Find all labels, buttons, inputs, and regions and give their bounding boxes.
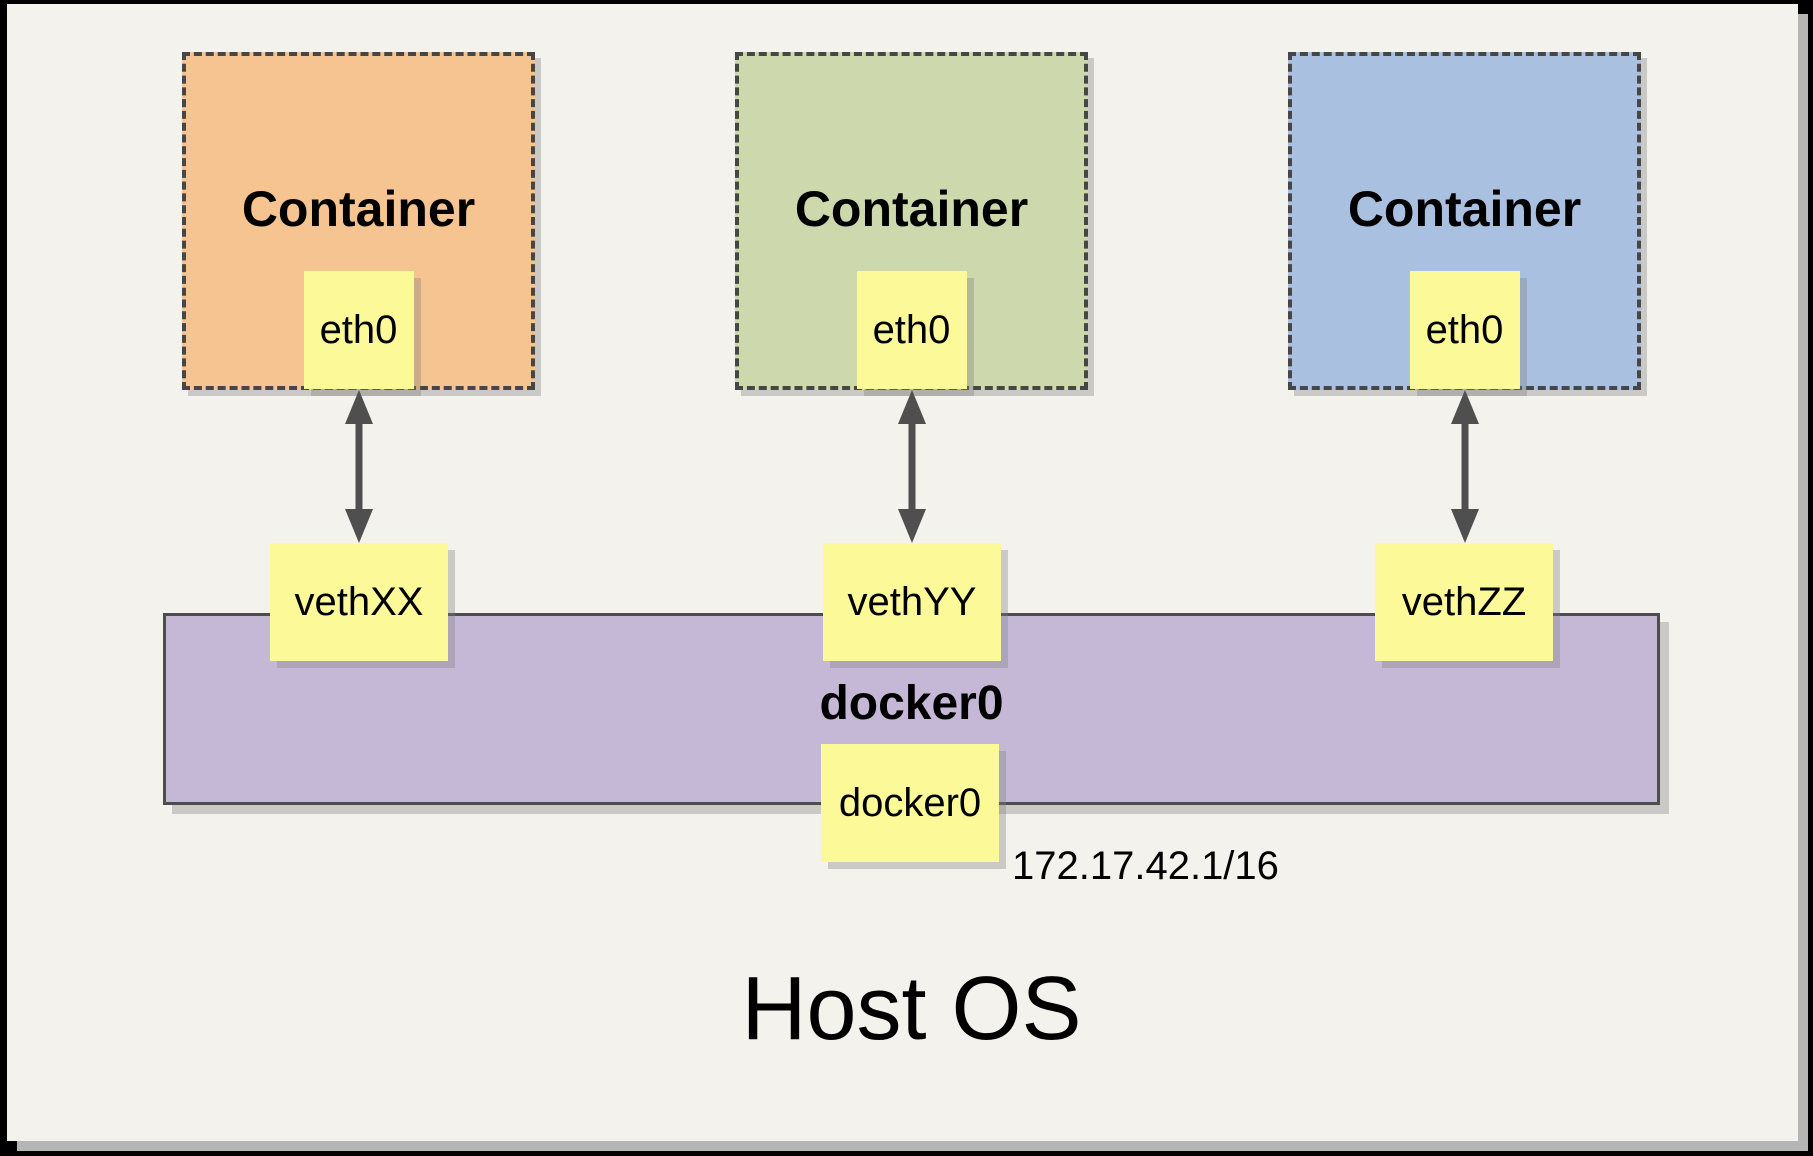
veth-chip-2: vethYY: [823, 543, 1001, 661]
eth0-chip: eth0: [856, 271, 967, 389]
eth0-chip: eth0: [1409, 271, 1520, 389]
diagram-canvas: Container eth0 Container eth0 Container …: [7, 4, 1798, 1141]
container-box-2: Container eth0: [735, 52, 1088, 390]
docker0-chip: docker0: [821, 744, 999, 862]
bidirectional-arrow-icon: [343, 390, 375, 543]
veth-chip-3: vethZZ: [1375, 543, 1553, 661]
container-title: Container: [1347, 181, 1582, 237]
veth-chip-1: vethXX: [270, 543, 448, 661]
container-title: Container: [794, 181, 1029, 237]
container-box-1: Container eth0: [182, 52, 535, 390]
container-title: Container: [241, 181, 476, 237]
bridge-ip-label: 172.17.42.1/16: [1012, 844, 1279, 888]
host-os-label: Host OS: [741, 959, 1082, 1059]
docker0-bridge-label: docker0: [819, 677, 1004, 730]
bidirectional-arrow-icon: [896, 390, 928, 543]
bidirectional-arrow-icon: [1449, 390, 1481, 543]
container-box-3: Container eth0: [1288, 52, 1641, 390]
eth0-chip: eth0: [303, 271, 414, 389]
